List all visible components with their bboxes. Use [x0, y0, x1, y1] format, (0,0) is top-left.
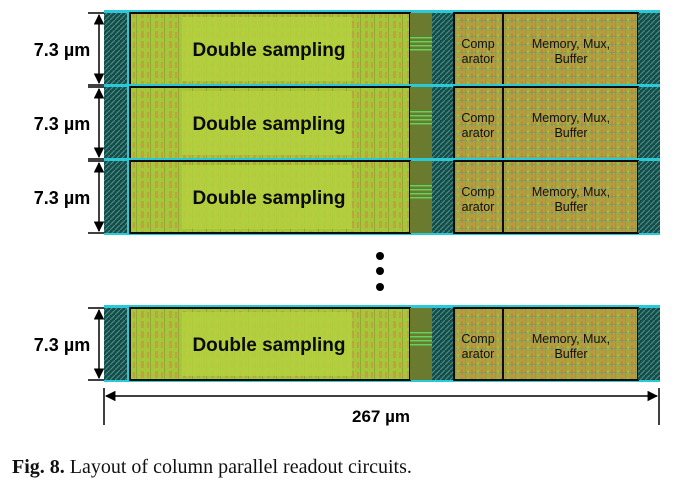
height-label: 7.3 µm — [34, 188, 90, 208]
memory-label-line2: Buffer — [554, 52, 587, 66]
memory-label-line1: Memory, Mux, — [532, 37, 610, 51]
height-label: 7.3 µm — [34, 335, 90, 355]
comparator-label-line1: Comp — [461, 111, 494, 125]
memory-label-line2: Buffer — [554, 126, 587, 140]
comparator-label-line1: Comp — [461, 185, 494, 199]
double-sampling-label: Double sampling — [192, 335, 345, 356]
double-sampling-label: Double sampling — [192, 188, 345, 209]
height-label: 7.3 µm — [34, 114, 90, 134]
double-sampling-label: Double sampling — [192, 114, 345, 135]
comparator-label-line1: Comp — [461, 332, 494, 346]
memory-label-line2: Buffer — [554, 200, 587, 214]
caption-text: Layout of column parallel readout circui… — [69, 456, 412, 478]
figure-caption: Fig. 8. Layout of column parallel readou… — [12, 456, 412, 479]
comparator-block — [453, 86, 504, 160]
double-sampling-label: Double sampling — [192, 40, 345, 61]
memory-label-line1: Memory, Mux, — [532, 185, 610, 199]
memory-mux-buffer-block — [502, 12, 639, 86]
memory-mux-buffer-block — [502, 160, 639, 234]
memory-label-line1: Memory, Mux, — [532, 332, 610, 346]
width-dimension: 267 µm — [103, 388, 660, 426]
comparator-label-line2: arator — [462, 52, 495, 66]
memory-mux-buffer-block — [502, 307, 639, 381]
width-label: 267 µm — [352, 407, 410, 426]
caption-label: Fig. 8. — [12, 456, 65, 478]
comparator-block — [453, 160, 504, 234]
comparator-label-line2: arator — [462, 200, 495, 214]
comparator-label-line1: Comp — [461, 37, 494, 51]
memory-label-line1: Memory, Mux, — [532, 111, 610, 125]
comparator-label-line2: arator — [462, 126, 495, 140]
comparator-label-line2: arator — [462, 347, 495, 361]
comparator-block — [453, 307, 504, 381]
memory-mux-buffer-block — [502, 86, 639, 160]
memory-label-line2: Buffer — [554, 347, 587, 361]
continuation-dots — [376, 252, 384, 291]
height-label: 7.3 µm — [34, 40, 90, 60]
